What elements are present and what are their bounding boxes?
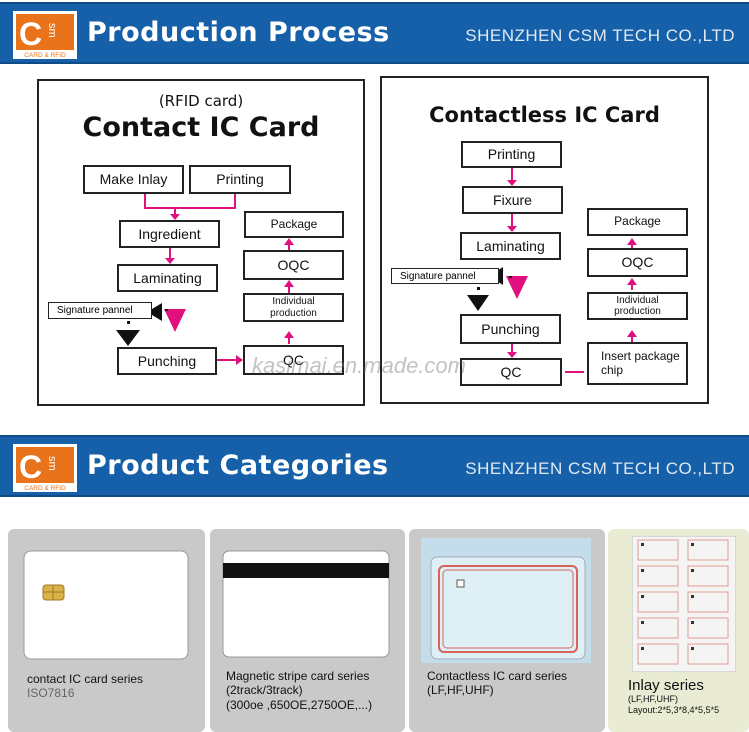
contact-flow-arrows (116, 193, 294, 365)
package-step: Package (244, 211, 344, 238)
product-tracks: (2track/3track) (226, 683, 303, 697)
section-title: Production Process (87, 17, 390, 48)
individual-production-step: Individual production (243, 293, 344, 322)
printing-step: Printing (461, 141, 562, 168)
laminating-step: Laminating (117, 264, 218, 292)
product-caption: Contactless IC card series (427, 669, 568, 683)
punching-step: Punching (460, 314, 561, 344)
svg-text:C: C (19, 449, 42, 485)
package-step: Package (587, 208, 688, 236)
fixure-step: Fixure (462, 186, 563, 214)
product-card-inlay[interactable]: Inlay series (LF,HF,UHF) Layout:2*5,3*8,… (608, 529, 749, 732)
signature-panel-step: Signature pannel (48, 302, 152, 319)
product-layout: Layout:2*5,3*8,4*5,5*5 (628, 705, 720, 715)
watermark: kasimai.en.made.com (252, 353, 466, 378)
qc-step: QC (460, 358, 562, 386)
product-caption: Inlay series (628, 677, 704, 694)
product-caption: Magnetic stripe card series (226, 669, 370, 683)
product-categories-banner: C sm CARD & RFID Product Categories SHEN… (0, 435, 749, 497)
signature-panel-step: Signature pannel (391, 268, 499, 284)
individual-production-step: Individual production (587, 292, 688, 320)
svg-text:CARD & RFID: CARD & RFID (24, 52, 66, 59)
product-frequency: (LF,HF,UHF) (628, 694, 678, 704)
company-name: SHENZHEN CSM TECH CO.,LTD (465, 459, 735, 478)
product-card-magnetic-stripe[interactable]: Magnetic stripe card series (2track/3tra… (210, 529, 405, 732)
contactless-title: Contactless IC Card (429, 103, 660, 127)
oqc-step: OQC (243, 250, 344, 280)
contact-title: Contact IC Card (82, 112, 320, 143)
insert-package-chip-step: Insert package chip (587, 342, 688, 385)
make-inlay-step: Make Inlay (83, 165, 184, 194)
production-process-banner: C sm CARD & RFID Production Process SHEN… (0, 2, 749, 64)
svg-text:sm: sm (46, 456, 58, 471)
qc-step: QC (243, 345, 344, 375)
product-card-contactless-ic[interactable]: Contactless IC card series (LF,HF,UHF) (409, 529, 605, 732)
laminating-step: Laminating (460, 232, 561, 260)
product-coercivity: (300oe ,650OE,2750OE,...) (226, 698, 373, 712)
contact-subtitle: (RFID card) (158, 92, 244, 110)
oqc-step: OQC (587, 248, 688, 277)
magnetic-card-image (222, 550, 390, 658)
product-caption: contact IC card series (27, 672, 144, 686)
csm-logo-icon: C sm CARD & RFID (13, 444, 77, 492)
chip-icon (42, 584, 65, 601)
svg-text:sm: sm (46, 23, 58, 38)
ingredient-step: Ingredient (119, 220, 220, 248)
contactless-card-image (421, 538, 591, 663)
section-title: Product Categories (87, 450, 389, 481)
product-card-contact-ic[interactable]: contact IC card series ISO7816 (8, 529, 205, 732)
svg-text:CARD & RFID: CARD & RFID (24, 485, 66, 492)
product-frequency: (LF,HF,UHF) (427, 683, 494, 697)
product-standard: ISO7816 (27, 686, 75, 700)
punching-step: Punching (117, 347, 217, 375)
inlay-sheet-image (632, 536, 736, 672)
company-name: SHENZHEN CSM TECH CO.,LTD (465, 26, 735, 45)
svg-text:C: C (19, 16, 42, 52)
csm-logo-icon: C sm CARD & RFID (13, 11, 77, 59)
printing-step: Printing (189, 165, 291, 194)
contact-card-image (23, 550, 189, 660)
